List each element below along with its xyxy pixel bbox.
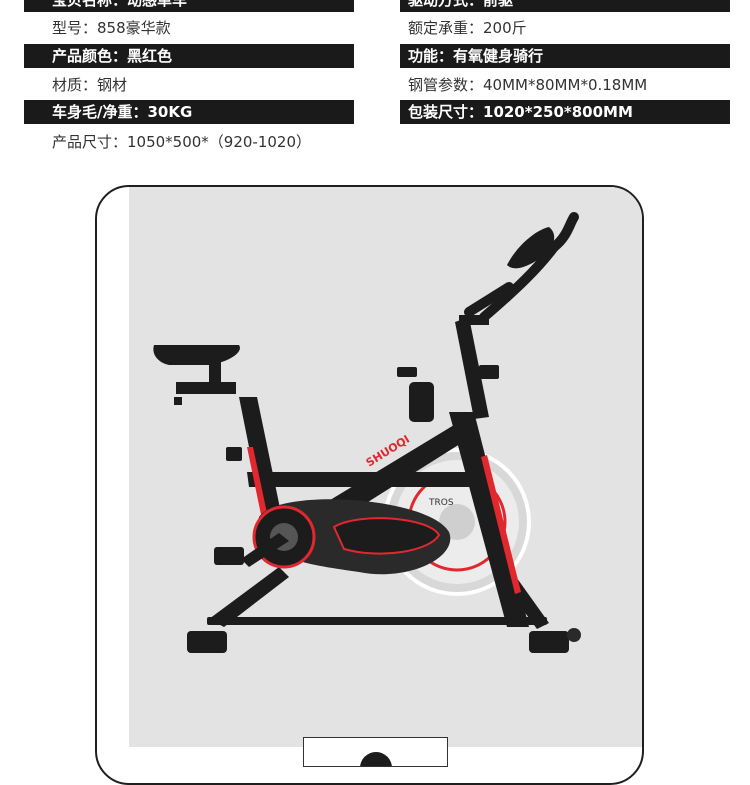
chain-guard xyxy=(252,499,451,575)
flywheel-text: TROS xyxy=(428,498,454,508)
spin-bike-illustration: TROS xyxy=(153,212,581,653)
spec-load-capacity: 额定承重：200斤 xyxy=(408,19,527,37)
spec-table: 宝贝名称：动感单车 驱动方式：前驱 型号：858豪华款 额定承重：200斤 产品… xyxy=(0,0,750,160)
spec-package-size: 包装尺寸：1020*250*800MM xyxy=(400,100,730,124)
handlebar-grip xyxy=(507,227,555,269)
spec-weight: 车身毛/净重：30KG xyxy=(24,100,354,124)
spec-function: 功能：有氧健身骑行 xyxy=(400,44,730,68)
bottle-holder xyxy=(226,365,499,461)
product-image-background: TROS xyxy=(129,187,642,747)
spec-drive-type: 驱动方式：前驱 xyxy=(400,0,730,12)
spec-tube-params: 钢管参数：40MM*80MM*0.18MM xyxy=(408,76,648,94)
product-image-frame: TROS xyxy=(95,185,644,785)
spec-product-size: 产品尺寸：1050*500*（920-1020） xyxy=(52,133,312,151)
spec-product-name: 宝贝名称：动感单车 xyxy=(24,0,354,12)
handlebars xyxy=(464,212,579,322)
bike-base xyxy=(187,567,581,653)
spec-model: 型号：858豪华款 xyxy=(52,19,171,37)
spec-color: 产品颜色：黑红色 xyxy=(24,44,354,68)
pedal-crank xyxy=(214,533,289,567)
spec-material: 材质：钢材 xyxy=(52,76,128,94)
seat xyxy=(153,345,240,405)
thumbnail-preview[interactable] xyxy=(303,737,448,767)
thumbnail-icon xyxy=(360,752,392,766)
